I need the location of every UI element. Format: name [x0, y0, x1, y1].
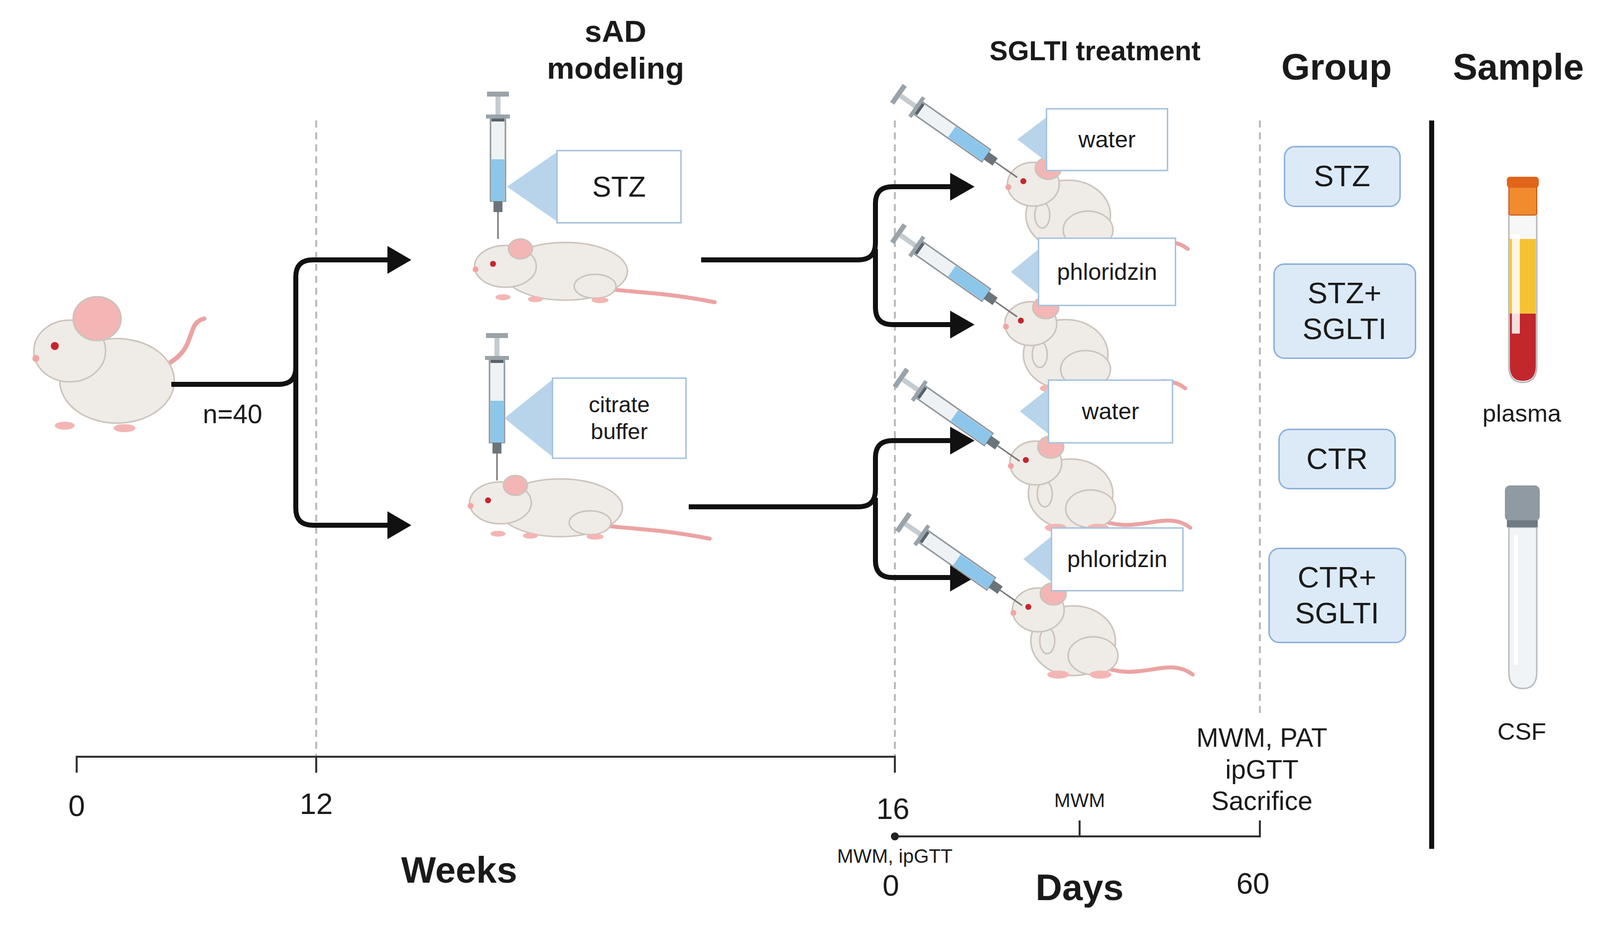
tube-body: [1508, 527, 1537, 689]
syringe-symbol: [485, 333, 509, 481]
callout-box: phloridzin: [1037, 237, 1177, 307]
annotation-label: MWM, PAT ipGTT Sacrifice: [1188, 722, 1337, 818]
mouse-foot: [54, 421, 75, 430]
csf-tube: [1504, 485, 1540, 689]
callout-box: water: [1047, 379, 1174, 444]
branch-arrow: [688, 440, 953, 507]
annotation-label: MWM, ipGTT: [837, 845, 953, 869]
syringe-symbol: [889, 222, 1024, 327]
group-label: STZ+ SGLTI: [1295, 275, 1394, 348]
callout-box: phloridzin: [1050, 527, 1184, 592]
timeline-tick: [315, 755, 318, 773]
group-box: CTR: [1278, 428, 1396, 490]
branch-arrow: [171, 259, 390, 385]
timeline-tick: [75, 755, 78, 773]
callout-pointer: [1019, 388, 1049, 435]
annotation-label: 12: [299, 786, 334, 823]
mouse-figure: [32, 296, 205, 433]
group-label: CTR: [1306, 441, 1368, 478]
phase-divider: [1258, 120, 1261, 715]
timeline-tick: [1078, 820, 1081, 838]
callout-box: water: [1045, 108, 1169, 172]
mouse-figure: [1010, 583, 1193, 679]
callout-pointer: [506, 151, 558, 222]
callout-pointer: [1023, 536, 1052, 583]
annotation-label: CSF: [1497, 717, 1547, 747]
heading-label: Group: [1281, 45, 1392, 90]
syringe-symbol: [889, 83, 1024, 188]
mouse-figure: [472, 239, 715, 304]
tube-label-strip: [1511, 234, 1520, 334]
tube-shine: [1513, 535, 1518, 665]
callout-text: citrate buffer: [582, 391, 657, 446]
annotation-label: 60: [1236, 865, 1270, 902]
callout-text: water: [1082, 397, 1140, 426]
mouse-tail: [164, 318, 205, 367]
group-box: STZ: [1283, 145, 1401, 208]
annotation-label: 0: [882, 867, 899, 904]
syringe-symbol: [894, 511, 1029, 616]
timeline-tick: [1258, 820, 1261, 838]
group-box: STZ+ SGLTI: [1273, 263, 1417, 360]
annotation-label: n=40: [202, 398, 262, 431]
heading-label: Sample: [1452, 45, 1584, 90]
plasma-tube: [1506, 176, 1539, 383]
timeline-axis: [894, 835, 1260, 838]
callout-text: water: [1078, 125, 1136, 154]
callout-pointer: [1010, 248, 1039, 295]
syringe-symbol: [486, 91, 510, 240]
syringe-symbol: [891, 367, 1027, 472]
annotation-label: MWM: [1054, 789, 1106, 813]
arrow-head: [950, 310, 975, 339]
callout-text: STZ: [592, 169, 646, 204]
group-label: STZ: [1313, 158, 1370, 195]
timeline-tick: [893, 755, 896, 773]
annotation-label: 16: [876, 791, 910, 828]
heading-label: SGLTI treatment: [989, 34, 1201, 68]
tube-cap: [1508, 185, 1537, 216]
tube-cap: [1504, 485, 1540, 522]
callout-box: citrate buffer: [551, 377, 687, 460]
mouse-foot: [113, 424, 136, 433]
heading-label: Weeks: [400, 848, 517, 893]
callout-text: phloridzin: [1056, 257, 1157, 286]
annotation-label: plasma: [1482, 398, 1562, 429]
callout-pointer: [504, 379, 553, 458]
arrow-head: [950, 172, 975, 201]
tube-body: [1508, 214, 1537, 383]
mouse-figure: [1002, 296, 1186, 393]
callout-pointer: [1017, 117, 1047, 162]
mouse-eye: [50, 342, 59, 351]
callout-text: phloridzin: [1067, 545, 1168, 574]
branch-arrow: [875, 497, 953, 578]
branch-arrow: [295, 368, 390, 526]
mouse-figure: [467, 475, 710, 540]
heading-label: sAD modeling: [538, 12, 693, 88]
heading-label: Days: [1035, 865, 1124, 911]
mouse-nose: [32, 355, 40, 363]
timeline-axis: [76, 755, 895, 758]
arrow-head: [387, 246, 412, 274]
timeline-dot: [890, 832, 899, 841]
tube-cap: [1506, 176, 1539, 188]
mouse-ear: [73, 296, 122, 341]
phase-divider: [315, 120, 318, 757]
group-label: CTR+ SGLTI: [1287, 559, 1387, 632]
group-box: CTR+ SGLTI: [1268, 547, 1407, 644]
callout-box: STZ: [556, 149, 682, 224]
tube-cap: [1506, 520, 1538, 528]
annotation-label: 0: [68, 788, 85, 825]
arrow-head: [387, 511, 412, 540]
mouse-figure: [1007, 436, 1191, 532]
column-divider: [1429, 120, 1435, 850]
